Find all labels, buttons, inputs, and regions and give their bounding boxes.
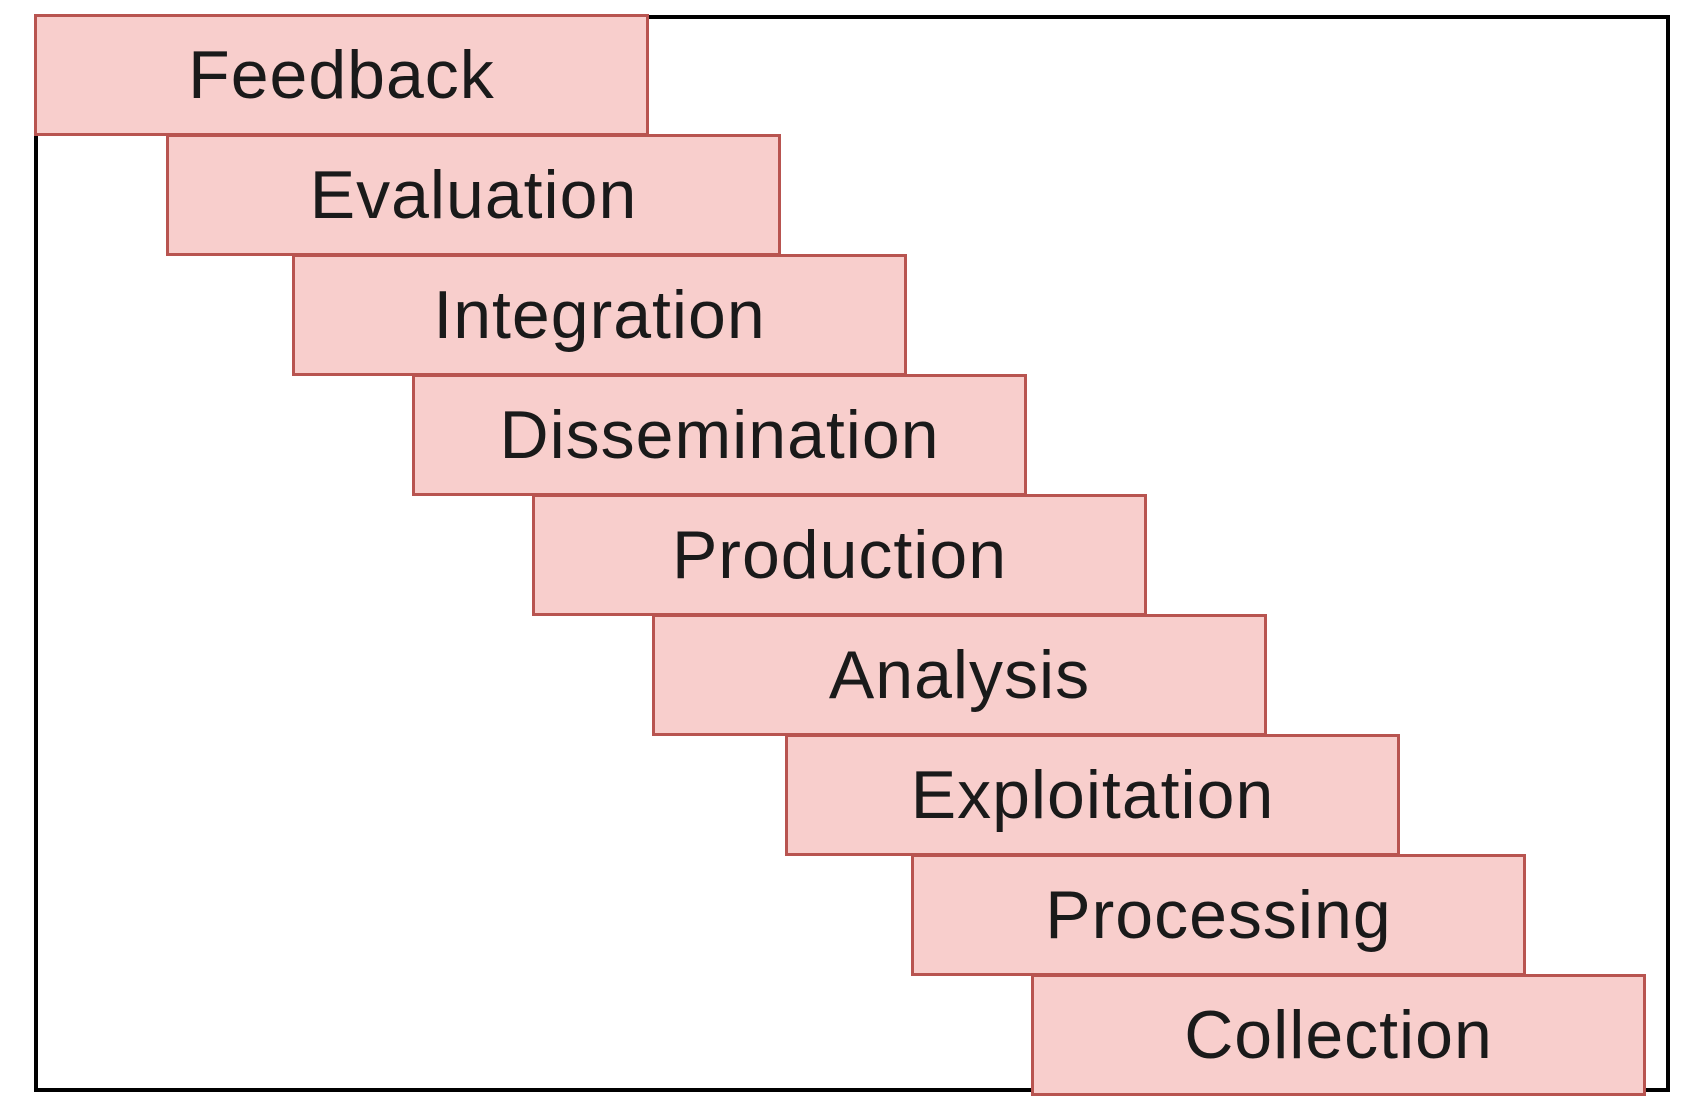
- step-integration: Integration: [292, 254, 907, 376]
- step-evaluation: Evaluation: [166, 134, 781, 256]
- step-dissemination: Dissemination: [412, 374, 1027, 496]
- step-production: Production: [532, 494, 1147, 616]
- step-label: Processing: [1045, 877, 1392, 953]
- step-label: Dissemination: [499, 397, 940, 473]
- step-processing: Processing: [911, 854, 1526, 976]
- step-label: Feedback: [188, 37, 495, 113]
- step-feedback: Feedback: [34, 14, 649, 136]
- step-exploitation: Exploitation: [785, 734, 1400, 856]
- step-collection: Collection: [1031, 974, 1646, 1096]
- step-label: Integration: [433, 277, 766, 353]
- step-label: Production: [671, 517, 1008, 593]
- step-label: Collection: [1184, 997, 1493, 1073]
- step-analysis: Analysis: [652, 614, 1267, 736]
- step-label: Exploitation: [910, 757, 1275, 833]
- step-label: Evaluation: [309, 157, 638, 233]
- step-label: Analysis: [828, 637, 1091, 713]
